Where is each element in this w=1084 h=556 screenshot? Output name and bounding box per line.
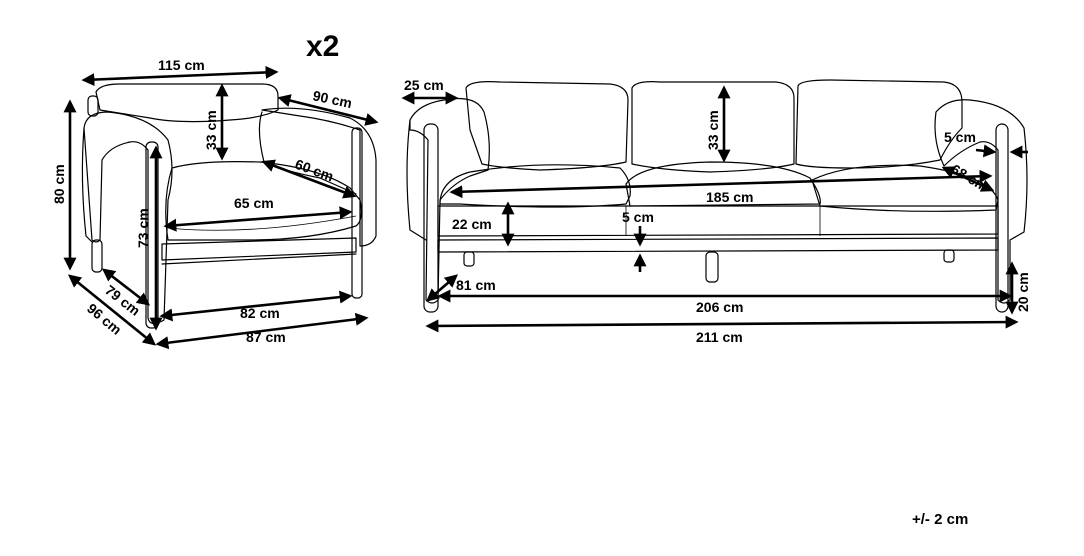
armchair-labels: x2 115 cm 33 cm 90 cm 80 cm 60 cm 65 cm … xyxy=(51,30,354,345)
dim-line-depth xyxy=(426,274,458,302)
dim-line-total-width xyxy=(425,315,1019,333)
armchair-quantity-label: x2 xyxy=(306,30,339,63)
sofa-dimensions xyxy=(401,85,1028,333)
label-base-width: 87 cm xyxy=(246,329,286,345)
label-leg-height: 20 cm xyxy=(1015,272,1031,312)
dim-line-seat-width xyxy=(163,206,353,232)
label-seat-width: 65 cm xyxy=(234,195,274,211)
label-sofa-back-height: 33 cm xyxy=(705,110,721,150)
label-arm-width: 25 cm xyxy=(404,77,444,93)
armchair-dimensions xyxy=(63,65,379,350)
dim-line-leg-width xyxy=(159,290,353,322)
tolerance-note: +/- 2 cm xyxy=(912,511,968,528)
armchair-drawing xyxy=(81,83,377,329)
dim-line-arm-depth xyxy=(277,94,379,126)
dim-line-arm-thickness-left xyxy=(975,144,997,158)
label-seat-cushion: 22 cm xyxy=(452,216,492,232)
label-seat-width-sofa: 185 cm xyxy=(706,189,753,205)
label-back-height: 33 cm xyxy=(203,110,219,150)
dim-line-seat-diag xyxy=(261,159,357,199)
dim-line-seat-width-sofa xyxy=(449,169,993,199)
dim-line-base-width xyxy=(155,312,369,350)
label-seat-height: 73 cm xyxy=(135,208,151,248)
label-total-height: 80 cm xyxy=(51,164,67,204)
label-width-top: 115 cm xyxy=(158,57,205,73)
label-total-width: 211 cm xyxy=(696,329,743,345)
label-arm-thickness: 5 cm xyxy=(944,129,976,145)
label-depth: 81 cm xyxy=(456,277,496,293)
dim-line-width-top xyxy=(81,65,279,87)
label-seat-depth: 68 cm xyxy=(949,161,991,195)
label-inner-width: 206 cm xyxy=(696,299,743,315)
dim-line-total-depth xyxy=(67,274,157,346)
label-gap: 5 cm xyxy=(622,209,654,225)
label-leg-width: 82 cm xyxy=(240,305,280,321)
